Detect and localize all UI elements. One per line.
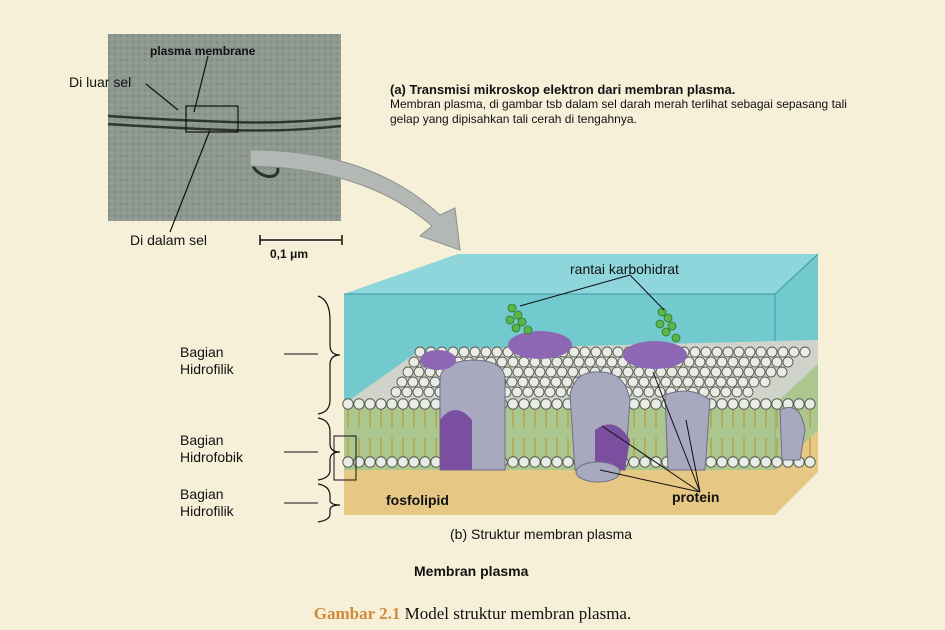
region-braces — [318, 296, 340, 522]
hydrophilic-top-line2: Hidrofilik — [180, 361, 234, 378]
inside-leader-line — [170, 130, 210, 232]
carbohydrate-label: rantai karbohidrat — [570, 261, 679, 278]
phospholipid-label: fosfolipid — [386, 492, 449, 509]
hydrophilic-bottom-label: Bagian Hidrofilik — [180, 486, 234, 520]
hydrophilic-bottom-line1: Bagian — [180, 486, 234, 503]
caption-b: (b) Struktur membran plasma — [450, 526, 632, 542]
hydrophilic-top-label: Bagian Hidrofilik — [180, 344, 234, 378]
protein-label: protein — [672, 489, 719, 506]
hydrophilic-bottom-line2: Hidrofilik — [180, 503, 234, 520]
figure-caption-text: Model struktur membran plasma. — [400, 604, 631, 623]
hydrophobic-line2: Hidrofobik — [180, 449, 243, 466]
figure-heading: Membran plasma — [414, 563, 528, 579]
curved-arrow — [250, 150, 460, 250]
hydrophilic-top-line1: Bagian — [180, 344, 234, 361]
figure-caption: Gambar 2.1 Model struktur membran plasma… — [0, 604, 945, 624]
scale-bar — [260, 235, 342, 245]
hydrophobic-label: Bagian Hidrofobik — [180, 432, 243, 466]
figure-number: Gambar 2.1 — [314, 604, 401, 623]
outside-leader-line — [146, 84, 178, 110]
hydrophobic-line1: Bagian — [180, 432, 243, 449]
membrane-leader-line — [194, 56, 208, 112]
